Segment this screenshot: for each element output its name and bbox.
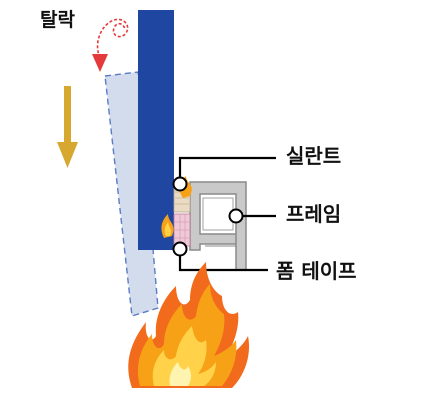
callout-foam-tape	[172, 241, 188, 257]
detached-panel-ghost	[104, 71, 159, 317]
window-frame-profile	[189, 181, 247, 271]
facade-panel	[138, 10, 174, 250]
fire-icon	[128, 262, 250, 388]
fall-label: 탈락	[40, 9, 75, 31]
foam-tape	[173, 213, 191, 247]
callout-frame	[228, 208, 244, 224]
frame-label: 프레임	[286, 202, 342, 226]
spiral-arrow-icon	[92, 18, 129, 72]
leader-lines	[178, 156, 276, 272]
foam-tape-label: 폼 테이프	[276, 259, 357, 283]
sealant-label: 실란트	[286, 144, 342, 168]
down-arrow-icon	[57, 86, 78, 168]
callout-sealant	[172, 176, 188, 192]
